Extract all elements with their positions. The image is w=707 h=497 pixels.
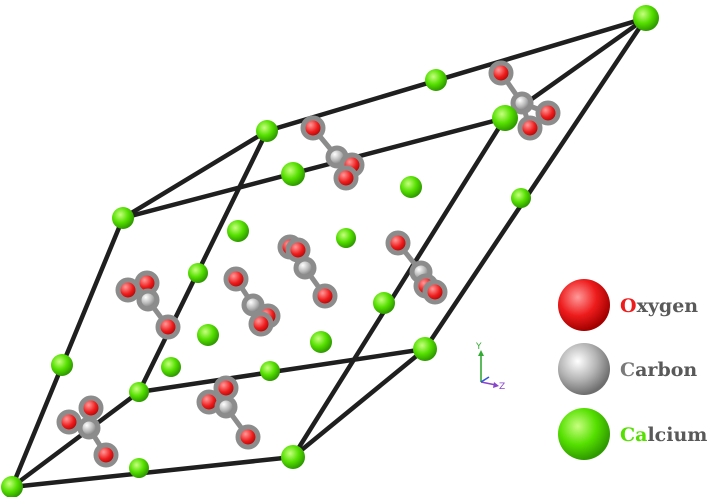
oxygen-atom [300,115,326,141]
legend-item-calcium: Calcium [558,408,707,460]
carbonate-group [488,60,561,141]
legend-label-calcium-rest: lcium [647,424,707,446]
calcium-atom [425,69,447,91]
oxygen-atom [312,283,338,309]
oxygen-atom [517,115,543,141]
oxygen-atom [488,60,514,86]
calcium-atom [51,354,73,376]
z-axis-label: Z [499,382,505,392]
carbon-atom [510,91,534,115]
axis-orientation-triad: Y Z [475,342,505,392]
oxygen-legend-swatch [558,279,610,331]
carbon-atom [293,256,317,280]
legend-label-oxygen-rest: xygen [637,295,699,317]
cell-edge [9,389,142,490]
cell-edge [290,346,428,460]
carbonate-groups [56,60,561,468]
calcium-atom [129,382,149,402]
calcium-atom [112,207,134,229]
calcium-atom [281,445,305,469]
cell-edge [290,115,508,460]
legend-label-oxygen: Oxygen [620,295,698,317]
oxygen-atom [422,279,448,305]
carbon-atom [77,416,101,440]
calcium-atom [400,176,422,198]
calcium-atom [281,162,305,186]
z-axis-arrow [480,381,497,386]
calcium-atom [373,292,395,314]
oxygen-atom [535,100,561,126]
calcium-atom [129,458,149,478]
calcium-atom [256,120,278,142]
cell-edge [9,215,126,490]
carbonate-group [300,115,365,191]
carbon-atom [214,395,238,419]
calcium-atom [161,357,181,377]
oxygen-atom [78,395,104,421]
x-axis-arrow [480,376,490,383]
y-axis-arrowhead [478,350,484,356]
carbonate-group [196,375,261,450]
cell-edge [120,115,508,221]
oxygen-atom [93,442,119,468]
calcium-atom [511,188,531,208]
calcium-atom [227,220,249,242]
legend-label-carbon-rest: arbon [635,359,697,381]
cell-edge [9,454,296,490]
legend-label-oxygen-initial: O [620,295,637,317]
cell-edge [264,15,649,134]
z-axis-arrowhead [493,382,499,388]
calcium-atom [633,5,659,31]
calcium-atom [197,324,219,346]
cell-edge [120,128,270,221]
calcium-atom [310,331,332,353]
cell-edge [136,128,270,395]
oxygen-atom [223,266,249,292]
oxygen-atom [248,311,274,337]
legend-item-carbon: Carbon [558,343,697,395]
legend: Oxygen Carbon Calcium [558,279,707,460]
calcium-atom [492,105,518,131]
calcium-atom [413,337,437,361]
carbonate-group [223,266,281,337]
oxygen-atom [115,277,141,303]
carbon-atom [136,288,160,312]
unit-cell-frame [9,15,649,490]
carbonate-group [385,230,448,305]
carbon-legend-swatch [558,343,610,395]
calcium-atom [260,361,280,381]
calcium-atom [188,263,208,283]
oxygen-atom [385,230,411,256]
carbonate-group [115,270,181,340]
calcium-legend-swatch [558,408,610,460]
oxygen-atom [333,165,359,191]
calcium-atom [336,228,356,248]
y-axis-label: Y [475,342,482,352]
legend-label-carbon: Carbon [620,359,697,381]
calcium-atom [1,476,23,497]
legend-label-calcium: Calcium [620,424,707,446]
legend-item-oxygen: Oxygen [558,279,698,331]
calcium-atoms [1,5,659,497]
carbonate-group [277,234,338,309]
cell-edge [422,15,649,352]
oxygen-atom [235,424,261,450]
carbonate-group [56,395,119,468]
oxygen-atom [56,409,82,435]
oxygen-atom [155,314,181,340]
legend-label-calcium-initial: Ca [620,424,647,446]
cell-edge [136,346,428,395]
legend-label-carbon-initial: C [620,359,635,381]
